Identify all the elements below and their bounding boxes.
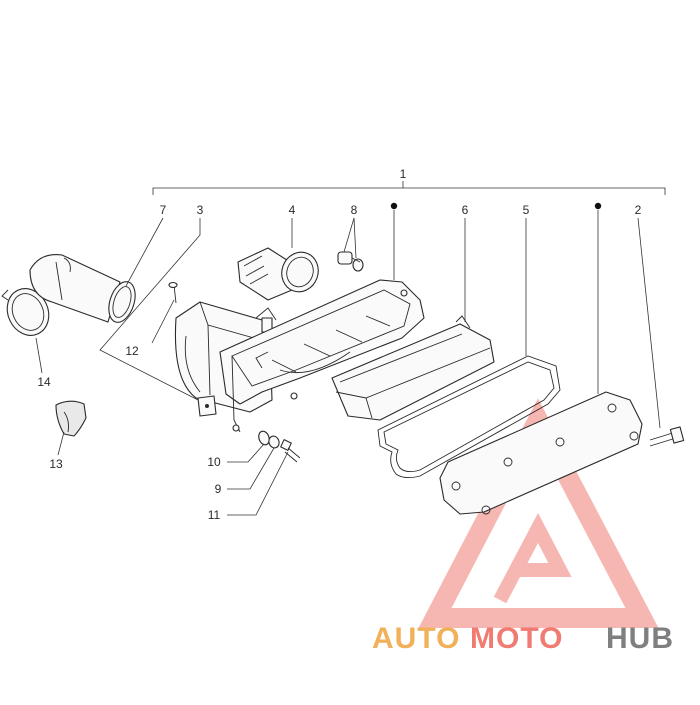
watermark-logo-mark (418, 398, 659, 628)
part-9-washer (268, 435, 280, 449)
callout-14: 14 (37, 375, 51, 389)
callout-4: 4 (289, 203, 296, 217)
part-7-intake-duct (29, 254, 136, 323)
part-5-gasket (377, 355, 561, 479)
part-13-rubber-pad (55, 400, 87, 437)
leader-lines (35, 202, 661, 516)
part-10-washer (258, 430, 270, 446)
part-12-screw (168, 281, 178, 304)
part-14-clamp-ring (1, 288, 50, 336)
part-11-screw (280, 439, 301, 463)
watermark-auto: AUTO (372, 622, 460, 655)
watermark-moto: MOTO (470, 622, 563, 655)
part-2-bolt (649, 426, 685, 447)
callout-3: 3 (197, 203, 204, 217)
callout-8: 8 (351, 203, 358, 217)
part-8-plug (337, 251, 364, 272)
part-cover-plate (439, 391, 643, 515)
callout-6: 6 (462, 203, 469, 217)
group-1-bracket (152, 181, 666, 195)
callout-12: 12 (125, 344, 139, 358)
callout-5: 5 (523, 203, 530, 217)
callout-11: 11 (208, 508, 221, 522)
part-4-rubber-sleeve (237, 247, 319, 301)
callout-13: 13 (49, 457, 63, 471)
callout-9: 9 (215, 482, 222, 496)
callout-1: 1 (400, 167, 407, 181)
part-6-filter-element (331, 315, 495, 421)
callout-labels: 1 7 3 4 8 6 5 2 12 14 13 10 9 11 (37, 167, 641, 522)
callout-7: 7 (160, 203, 167, 217)
watermark-brand: AUTO MOTO HUB (372, 622, 674, 655)
watermark-hub: HUB (606, 622, 674, 655)
callout-10: 10 (207, 455, 221, 469)
part-1-filter-frame (219, 279, 425, 433)
callout-2: 2 (635, 203, 642, 217)
